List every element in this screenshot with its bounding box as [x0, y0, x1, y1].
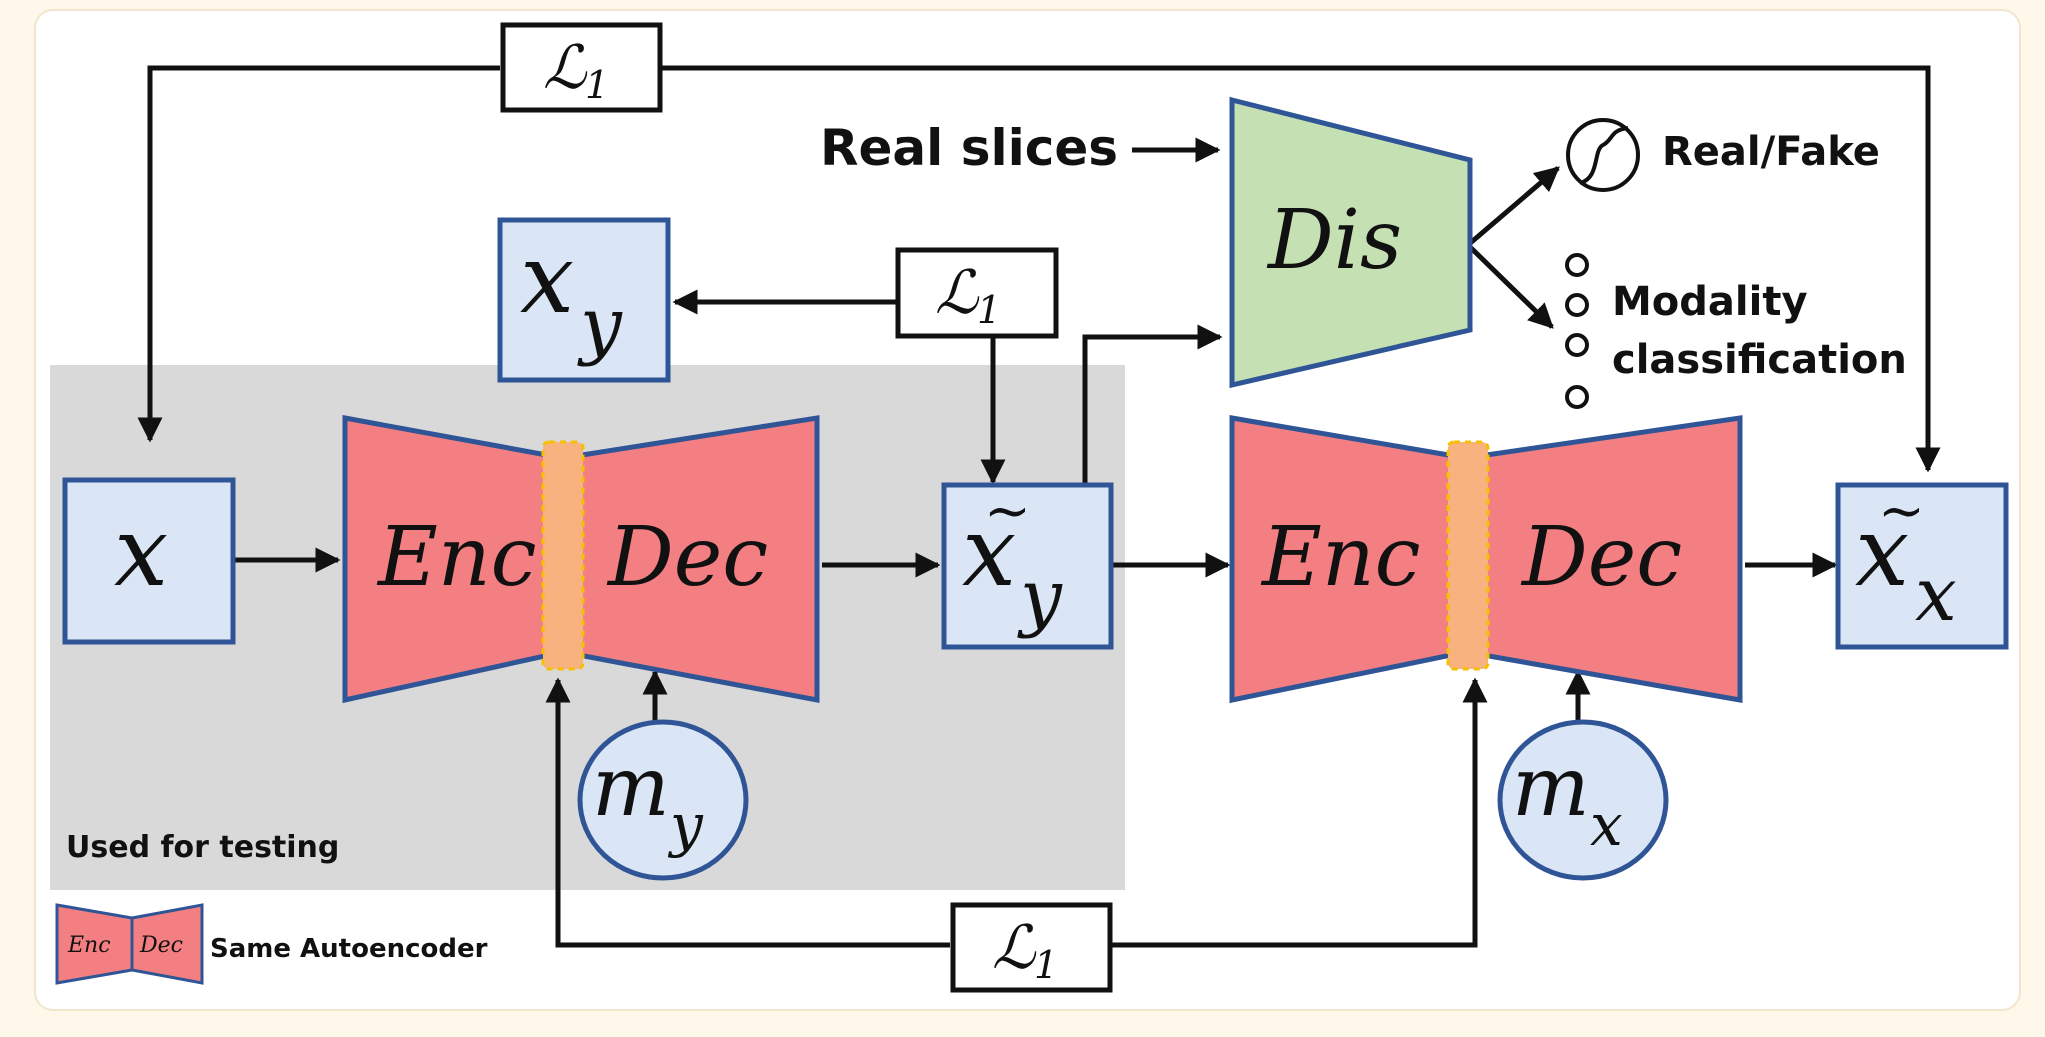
- svg-text:ℒ: ℒ: [992, 913, 1037, 983]
- bottom-loss-line-left: [545, 677, 950, 948]
- x-tilde-y-box: ~ x y: [941, 479, 1114, 650]
- svg-text:ℒ: ℒ: [935, 258, 980, 328]
- svg-text:y: y: [577, 282, 623, 368]
- svg-text:Dec: Dec: [1520, 510, 1682, 605]
- sigmoid-icon: [1566, 118, 1640, 192]
- svg-text:1: 1: [585, 63, 609, 107]
- legend-autoencoder-icon: Enc Dec: [55, 903, 204, 985]
- top-loss-line-right: [662, 65, 1941, 473]
- svg-text:Dec: Dec: [139, 933, 183, 958]
- svg-text:y: y: [1017, 554, 1063, 640]
- bottom-loss-box: ℒ 1: [950, 902, 1113, 993]
- arrow-dis-to-modality: [1466, 243, 1554, 329]
- modality-dots-icon: [1565, 253, 1589, 409]
- arrow-xty-to-dis: [1082, 324, 1223, 485]
- svg-text:x: x: [520, 223, 574, 335]
- discriminator: Dis: [1229, 96, 1473, 389]
- svg-text:x: x: [114, 496, 168, 608]
- svg-text:x: x: [1855, 496, 1909, 608]
- bottom-loss-line-right: [1112, 677, 1488, 948]
- latent-code-2: [1446, 440, 1490, 671]
- svg-text:~: ~: [1878, 479, 1925, 544]
- autoencoder-2: Enc Dec: [1229, 415, 1743, 704]
- m-y-circle: m y: [577, 719, 749, 881]
- real-slices-label: Real slices: [820, 119, 1118, 177]
- svg-text:~: ~: [984, 479, 1031, 544]
- svg-text:1: 1: [1034, 943, 1058, 987]
- svg-text:m: m: [1512, 740, 1590, 835]
- x-box: x: [62, 477, 236, 645]
- svg-text:y: y: [667, 791, 704, 859]
- middle-loss-box: ℒ 1: [895, 247, 1059, 339]
- latent-code-1: [541, 440, 585, 671]
- svg-text:Enc: Enc: [1260, 510, 1421, 605]
- used-for-testing-label: Used for testing: [66, 830, 339, 865]
- classification-label: classification: [1612, 337, 1907, 383]
- autoencoder-1: Enc Dec: [342, 414, 820, 704]
- svg-text:m: m: [592, 740, 670, 835]
- top-loss-line: [137, 65, 500, 443]
- modality-label: Modality: [1612, 279, 1808, 325]
- svg-text:x: x: [1915, 552, 1957, 638]
- svg-text:Enc: Enc: [376, 510, 537, 605]
- svg-text:x: x: [962, 496, 1016, 608]
- x-y-box: x y: [497, 217, 671, 383]
- svg-text:Dec: Dec: [606, 510, 768, 605]
- svg-text:1: 1: [977, 288, 1001, 332]
- top-loss-box: ℒ 1: [500, 22, 663, 113]
- m-x-circle: m x: [1497, 719, 1669, 881]
- svg-text:x: x: [1590, 791, 1623, 859]
- x-tilde-x-box: ~ x x: [1835, 479, 2009, 650]
- svg-text:Dis: Dis: [1266, 193, 1402, 288]
- arrow-dis-to-realfake: [1466, 166, 1560, 247]
- real-fake-label: Real/Fake: [1662, 129, 1880, 175]
- svg-text:Enc: Enc: [67, 933, 111, 958]
- same-autoencoder-label: Same Autoencoder: [210, 934, 488, 964]
- svg-text:ℒ: ℒ: [543, 33, 588, 103]
